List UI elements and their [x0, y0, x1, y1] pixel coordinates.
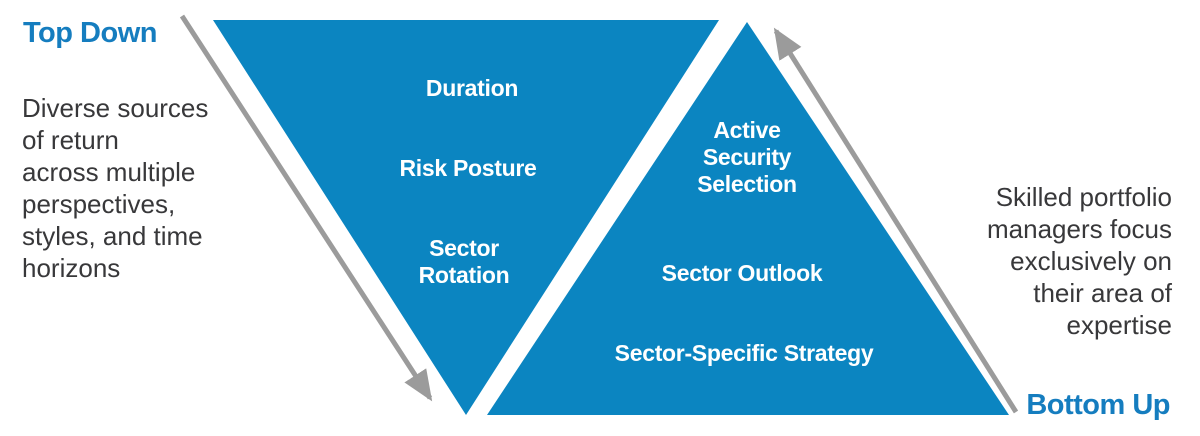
description-line: expertise: [1066, 310, 1173, 340]
description-line: across multiple: [22, 157, 196, 187]
bottom-up-heading: Bottom Up: [1026, 389, 1170, 421]
risk-posture-label: Risk Posture: [399, 155, 537, 181]
description-line: Diverse sources: [22, 93, 209, 123]
description-line: Skilled portfolio: [995, 182, 1172, 212]
top-down-description: Diverse sources of return across multipl…: [22, 92, 208, 284]
description-line: styles, and time: [22, 221, 203, 251]
sector-outlook-label: Sector Outlook: [661, 260, 823, 286]
description-line: managers focus: [987, 214, 1172, 244]
sector-rotation-label: Sector Rotation: [418, 235, 510, 288]
bottom-up-triangle: [487, 22, 1009, 415]
description-line: their area of: [1033, 278, 1172, 308]
bottom-up-description: Skilled portfolio managers focus exclusi…: [987, 181, 1172, 341]
active-security-selection-label: Active Security Selection: [697, 117, 797, 197]
top-down-heading: Top Down: [23, 17, 157, 49]
description-line: horizons: [22, 253, 121, 283]
down-diagonal-arrow-icon: [179, 14, 433, 402]
description-line: exclusively on: [1010, 246, 1172, 276]
description-line: perspectives,: [22, 189, 176, 219]
description-line: of return: [22, 125, 119, 155]
sector-specific-strategy-label: Sector-Specific Strategy: [614, 340, 874, 366]
top-down-triangle: [213, 20, 719, 415]
duration-label: Duration: [425, 75, 519, 101]
up-diagonal-arrow-icon: [773, 27, 1019, 414]
